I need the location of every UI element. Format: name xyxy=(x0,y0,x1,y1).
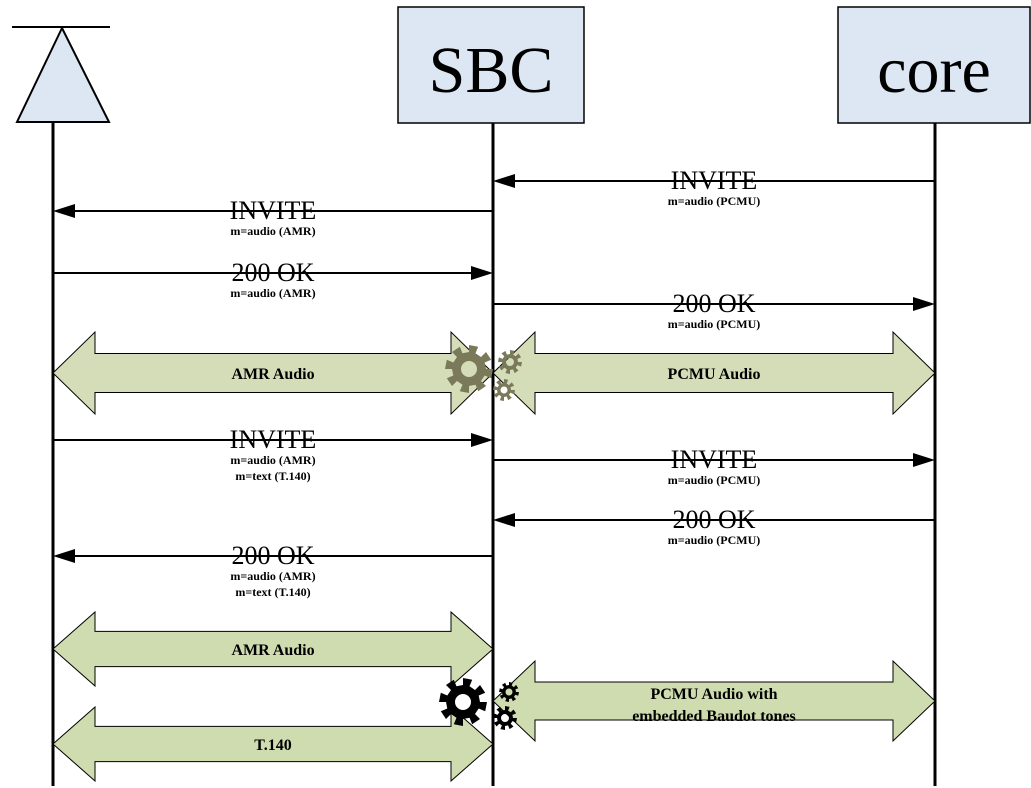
gear-icon xyxy=(493,379,515,401)
message-label: 200 OK xyxy=(672,289,755,318)
gear-icon xyxy=(445,345,493,393)
double-arrow-shape xyxy=(492,659,936,743)
double-arrow-shape xyxy=(52,705,494,783)
media-stream-4: PCMU Audio with embedded Baudot tones xyxy=(492,659,936,743)
stream-label: AMR Audio xyxy=(231,642,314,659)
message-label: INVITE xyxy=(671,166,758,195)
message-label: INVITE xyxy=(230,196,317,225)
message-4: 200 OKm=audio (PCMU) xyxy=(493,289,935,331)
core-box: core xyxy=(837,6,1031,124)
gear-icon xyxy=(439,678,487,726)
media-stream-1: AMR Audio xyxy=(52,330,494,416)
stream-label: AMR Audio xyxy=(231,366,314,383)
double-arrow-shape xyxy=(52,610,494,688)
message-sdp-line-1: m=audio (AMR) xyxy=(230,453,315,467)
message-label: 200 OK xyxy=(231,541,314,570)
gear-icon xyxy=(493,706,517,730)
arrowhead-icon xyxy=(53,204,75,218)
message-7: 200 OKm=audio (PCMU) xyxy=(493,505,935,547)
media-stream-2: PCMU Audio xyxy=(492,330,936,416)
message-sdp-line-2: m=text (T.140) xyxy=(235,469,310,483)
arrowhead-icon xyxy=(493,174,515,188)
message-sdp-line-1: m=audio (PCMU) xyxy=(668,473,761,487)
gears-layer xyxy=(439,345,522,730)
message-sdp-line-1: m=audio (AMR) xyxy=(230,569,315,583)
message-3: 200 OKm=audio (AMR) xyxy=(53,258,493,300)
sbc-box: SBC xyxy=(397,6,585,124)
stream-label: PCMU Audio xyxy=(668,366,761,383)
core-box-rect xyxy=(837,6,1031,124)
message-label: 200 OK xyxy=(672,505,755,534)
ue-antenna xyxy=(12,25,111,123)
message-label: 200 OK xyxy=(231,258,314,287)
message-sdp-line-1: m=audio (AMR) xyxy=(230,286,315,300)
message-label: INVITE xyxy=(230,425,317,454)
message-8: 200 OKm=audio (AMR) m=text (T.140) xyxy=(53,541,493,599)
message-sdp-line-1: m=audio (PCMU) xyxy=(668,533,761,547)
stream-label: T.140 xyxy=(254,737,291,754)
arrowhead-icon xyxy=(471,433,493,447)
message-sdp-line-1: m=audio (PCMU) xyxy=(668,194,761,208)
gear-icon xyxy=(499,682,519,702)
message-sdp-line-1: m=audio (PCMU) xyxy=(668,317,761,331)
core-label: core xyxy=(877,34,991,107)
message-sdp-line-1: m=audio (AMR) xyxy=(230,224,315,238)
arrowhead-icon xyxy=(913,453,935,467)
arrowhead-icon xyxy=(471,266,493,280)
gear-icon xyxy=(498,350,522,374)
message-label: INVITE xyxy=(671,445,758,474)
arrowhead-icon xyxy=(913,297,935,311)
transcoder-2-gear-icon xyxy=(439,678,519,730)
stream-label: PCMU Audio with xyxy=(650,686,777,703)
arrowhead-icon xyxy=(493,513,515,527)
arrowhead-icon xyxy=(53,549,75,563)
antenna-triangle-icon xyxy=(15,25,111,123)
stream-label-line-2: embedded Baudot tones xyxy=(632,708,796,725)
media-stream-5: T.140 xyxy=(52,705,494,783)
double-arrow-shape xyxy=(492,330,936,416)
transcoder-1-gear-icon xyxy=(445,345,522,401)
sbc-label: SBC xyxy=(429,34,554,107)
media-stream-3: AMR Audio xyxy=(52,610,494,688)
message-sdp-line-2: m=text (T.140) xyxy=(235,585,310,599)
sbc-box-rect xyxy=(397,6,585,124)
